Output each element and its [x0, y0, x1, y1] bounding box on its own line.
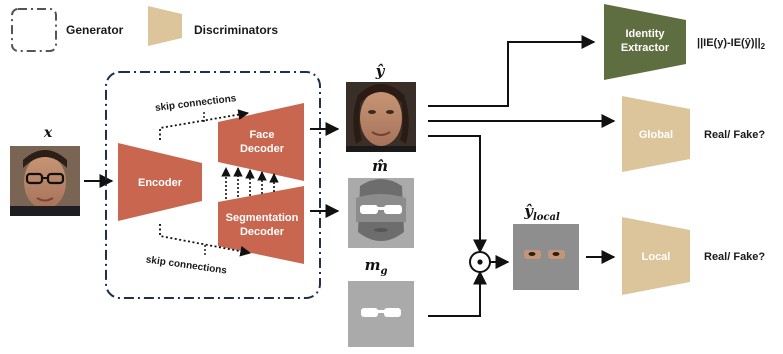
face-decoder-label-line1: Face: [249, 129, 274, 141]
y-hat-face-image: [346, 82, 416, 152]
segmentation-decoder-label-line2: Decoder: [240, 226, 285, 238]
input-face-image: [10, 146, 80, 216]
y-hat-to-combine-arrow: [428, 135, 487, 254]
segmentation-decoder-label-line1: Segmentation: [226, 212, 299, 224]
local-output-label: Real/ Fake?: [704, 251, 765, 263]
skip-connections-top-label: skip connections: [154, 93, 237, 114]
global-discriminator-block: [622, 96, 690, 172]
discriminators-legend-label: Discriminators: [194, 23, 278, 37]
segmentation-decoder-block: [218, 186, 304, 264]
local-discriminator-block: [622, 217, 690, 295]
global-discriminator-label: Global: [639, 129, 673, 141]
identity-extractor-label-line1: Identity: [625, 28, 665, 40]
y-local-label: ŷlocal: [523, 202, 560, 223]
m-hat-label: m̂: [372, 157, 388, 175]
global-output-label: Real/ Fake?: [704, 129, 765, 141]
encoder-block: [118, 143, 202, 221]
local-discriminator-label: Local: [642, 251, 671, 263]
encoder-label: Encoder: [138, 177, 183, 189]
identity-extractor-block: [604, 4, 686, 80]
generator-legend-swatch: [11, 8, 57, 52]
generator-legend-label: Generator: [66, 23, 124, 37]
input-x-label: x: [43, 125, 53, 141]
generator-boundary: [105, 71, 321, 299]
face-decoder-block: [218, 103, 304, 181]
m-hat-mask-image: [348, 178, 414, 248]
discriminators-legend-swatch: [148, 6, 182, 46]
y-hat-to-identity-arrow: [428, 35, 596, 107]
identity-extractor-label-line2: Extractor: [621, 42, 670, 54]
m-g-to-combine-arrow: [428, 270, 487, 317]
elementwise-multiply-dot: [477, 259, 483, 265]
skip-connection-bottom-arrow: [159, 224, 252, 257]
m-g-label: mg: [365, 256, 388, 277]
decoder-feature-sharing-arrows: [221, 167, 279, 199]
identity-loss-label: ||IE(y)-IE(ŷ)||2: [697, 37, 766, 51]
y-local-image: [513, 224, 579, 290]
face-decoder-label-line2: Decoder: [240, 143, 285, 155]
m-g-mask-image: [348, 281, 414, 347]
y-hat-label: ŷ: [375, 62, 386, 80]
skip-connections-bottom-label: skip connections: [145, 254, 228, 276]
